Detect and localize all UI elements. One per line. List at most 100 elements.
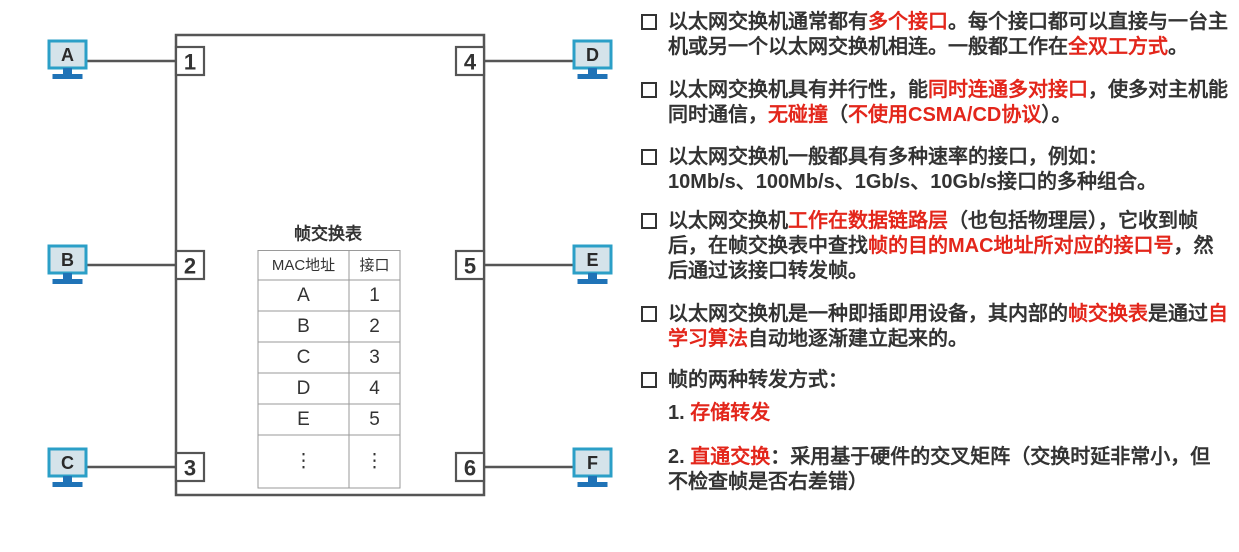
host-label: D (586, 45, 599, 65)
note-text: 。每个接口都可以直接与一台主 (948, 11, 1228, 33)
port-box (454, 45, 486, 77)
port-number: 4 (464, 50, 477, 75)
note-self-learning: 以太网交换机是一种即插即用设备，其内部的帧交换表是通过自 学习算法自动地逐渐建立… (641, 302, 1228, 352)
note-text: 2. (668, 446, 691, 468)
note-line: 以太网交换机是一种即插即用设备，其内部的帧交换表是通过自 (668, 302, 1228, 327)
port-number: 6 (464, 456, 476, 481)
links (86, 59, 574, 469)
note-text: ：采用基于硬件的交叉矩阵（交换时延非常小，但 (770, 446, 1211, 468)
note-text: 以太网交换机 (668, 210, 788, 232)
bullet-square-icon (641, 213, 657, 229)
host-c: C (47, 447, 88, 487)
computer-icon (572, 447, 613, 487)
port-number: 2 (184, 254, 196, 279)
port-6: 6 (454, 451, 486, 483)
monitor-neck (63, 476, 72, 482)
note-text: 机或另一个以太网交换机相连。一般都工作在 (668, 36, 1068, 58)
note-line: 以太网交换机通常都有多个接口。每个接口都可以直接与一台主 (668, 10, 1228, 35)
port-box (454, 451, 486, 483)
note-text: ）。 (1041, 104, 1072, 126)
table-cell-port: 4 (369, 378, 380, 399)
note-text: 帧的两种转发方式： (668, 369, 848, 391)
port-3: 3 (174, 451, 206, 483)
note-highlight: 不使用CSMA/CD协议 (848, 104, 1042, 126)
note-text: 以太网交换机是一种即插即用设备，其内部的 (668, 303, 1068, 325)
host-e: E (572, 244, 613, 284)
note-text: 自动地逐渐建立起来的。 (748, 328, 968, 350)
computer-icon (572, 244, 613, 284)
note-text: 1. (668, 402, 691, 424)
note-highlight: 工作在数据链路层 (788, 210, 948, 232)
port-5: 5 (454, 249, 486, 281)
note-line: 以太网交换机工作在数据链路层（也包括物理层），它收到帧 (668, 209, 1214, 234)
bullet-square-icon (641, 306, 657, 322)
table-cell-mac: A (297, 285, 310, 306)
bullet-square-icon (641, 14, 657, 30)
note-forwarding-modes: 帧的两种转发方式： (641, 368, 848, 393)
monitor-screen (572, 39, 613, 70)
bullet-square-icon (641, 149, 657, 165)
hosts: A B C D (47, 39, 613, 487)
host-label: C (61, 453, 74, 473)
note-highlight: 无碰撞 (768, 104, 828, 126)
note-text: ，然 (1173, 235, 1214, 257)
port-number: 3 (184, 456, 196, 481)
note-text: 。 (1168, 36, 1188, 58)
monitor-base (52, 279, 83, 284)
port-box (454, 249, 486, 281)
table-cell-mac: C (297, 347, 311, 368)
note-parallelism: 以太网交换机具有并行性，能同时连通多对接口，使多对主机能 同时通信，无碰撞（不使… (641, 78, 1228, 128)
table-cell-mac: ⋮ (294, 451, 313, 472)
note-multiple-ports: 以太网交换机通常都有多个接口。每个接口都可以直接与一台主 机或另一个以太网交换机… (641, 10, 1228, 60)
note-line: 学习算法自动地逐渐建立起来的。 (668, 327, 1228, 352)
table-cell-port: 2 (369, 316, 380, 337)
port-1: 1 (174, 45, 206, 77)
note-text: （也包括物理层），它收到帧 (948, 210, 1198, 232)
monitor-neck (63, 68, 72, 74)
note-line: 不检查帧是否右差错） (668, 470, 1210, 495)
note-line: 以太网交换机一般都具有多种速率的接口，例如： (668, 145, 1157, 170)
host-label: F (587, 453, 598, 473)
host-label: E (586, 250, 598, 270)
computer-icon (47, 447, 88, 487)
note-text: 以太网交换机一般都具有多种速率的接口，例如： (668, 146, 1108, 168)
monitor-base (577, 482, 608, 487)
table-border (257, 250, 401, 489)
note-line: 2. 直通交换：采用基于硬件的交叉矩阵（交换时延非常小，但 (668, 445, 1210, 470)
note-highlight: 同时连通多对接口 (928, 79, 1088, 101)
note-text: 以太网交换机通常都有 (668, 11, 868, 33)
monitor-neck (588, 476, 597, 482)
monitor-base (577, 279, 608, 284)
monitor-neck (63, 273, 72, 279)
note-line: 机或另一个以太网交换机相连。一般都工作在全双工方式。 (668, 35, 1228, 60)
note-highlight: 存储转发 (690, 402, 771, 424)
host-label: A (61, 45, 74, 65)
column-header-port: 接口 (359, 257, 389, 274)
monitor-neck (588, 273, 597, 279)
bullet-square-icon (641, 372, 657, 388)
note-highlight: 帧的目的MAC地址所对应的接口号 (868, 235, 1174, 257)
host-label: B (61, 250, 74, 270)
table-cell-mac: D (297, 378, 311, 399)
table-cell-port: 5 (369, 409, 380, 430)
frame-exchange-table: 帧交换表 MAC地址 接口 A 1 B 2 C 3 D 4 E 5 ⋮ ⋮ (257, 224, 401, 489)
computer-icon (47, 244, 88, 284)
column-header-mac: MAC地址 (272, 257, 335, 274)
note-data-link-layer: 以太网交换机工作在数据链路层（也包括物理层），它收到帧 后，在帧交换表中查找帧的… (641, 209, 1214, 284)
port-4: 4 (454, 45, 486, 77)
host-a: A (47, 39, 88, 79)
table-cell-mac: B (297, 316, 310, 337)
note-text: 后通过该接口转发帧。 (668, 260, 868, 282)
note-text: 同时通信， (668, 104, 768, 126)
monitor-screen (47, 244, 88, 275)
note-highlight: 直通交换 (690, 446, 771, 468)
table-title: 帧交换表 (294, 224, 363, 244)
note-text: ，使多对主机能 (1088, 79, 1228, 101)
note-highlight: 帧交换表 (1068, 303, 1148, 325)
note-port-speeds: 以太网交换机一般都具有多种速率的接口，例如： 10Mb/s、100Mb/s、1G… (641, 145, 1157, 195)
port-number: 5 (464, 254, 476, 279)
note-line: 帧的两种转发方式： (668, 368, 848, 393)
note-text: 后，在帧交换表中查找 (668, 235, 868, 257)
note-line: 后，在帧交换表中查找帧的目的MAC地址所对应的接口号，然 (668, 234, 1214, 259)
note-text: （ (828, 104, 848, 126)
